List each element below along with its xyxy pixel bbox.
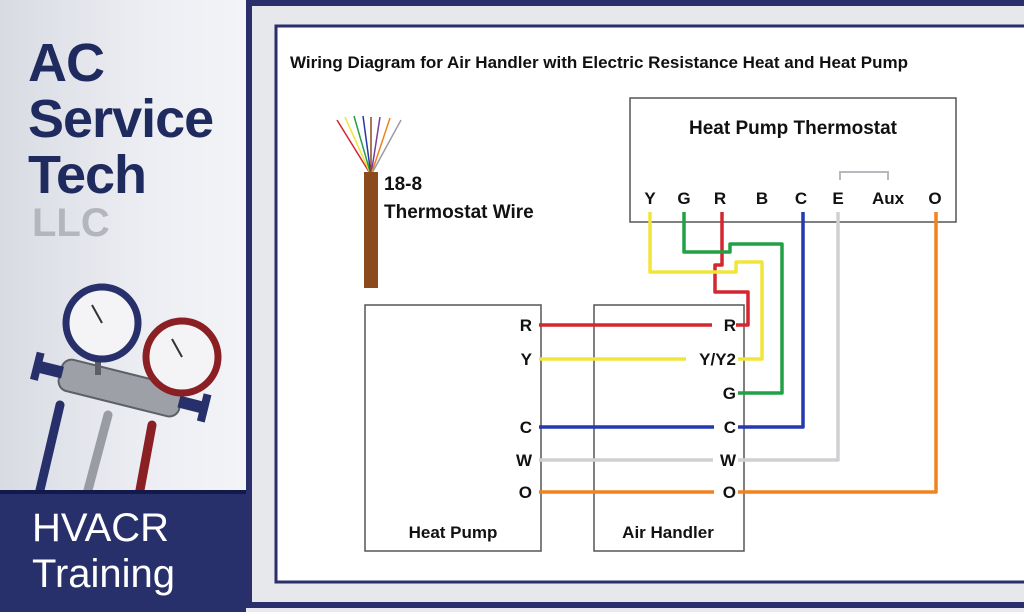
- training-banner: HVACR Training: [0, 490, 246, 612]
- thermostat-wire-icon: [336, 115, 402, 288]
- heat-pump-title: Heat Pump: [409, 523, 498, 542]
- brand-line-3: Tech: [28, 145, 147, 205]
- heat-pump-terminal-o: O: [519, 483, 532, 502]
- wire-yellow-tstat: [648, 212, 764, 361]
- wires: [539, 212, 938, 494]
- air-handler-terminal-r: R: [724, 316, 736, 335]
- brand-line-1: AC: [28, 33, 105, 93]
- wire-red-tstat: [713, 212, 750, 327]
- thermostat-title: Heat Pump Thermostat: [689, 118, 898, 139]
- diagram-title: Wiring Diagram for Air Handler with Elec…: [290, 53, 908, 72]
- heat-pump-terminal-r: R: [520, 316, 532, 335]
- heat-pump-terminal-y: Y: [521, 350, 533, 369]
- thermostat-terminal-y: Y: [644, 189, 656, 208]
- manifold-gauge-icon: [30, 283, 222, 490]
- heat-pump-terminal-w: W: [516, 451, 533, 470]
- heat-pump-box: [364, 304, 542, 552]
- wire-green-tstat: [682, 212, 784, 395]
- brand-line-2: Service: [28, 89, 214, 149]
- thermostat-box: [629, 97, 957, 223]
- wire-blue-tstat: [738, 212, 805, 429]
- air-handler-terminal-g: G: [723, 384, 736, 403]
- air-handler-title: Air Handler: [622, 523, 714, 542]
- thermostat-terminal-g: G: [677, 189, 690, 208]
- thermostat-terminal-e: E: [832, 189, 843, 208]
- wire-orange-tstat: [738, 212, 938, 494]
- thermostat-terminal-o: O: [928, 189, 941, 208]
- thermostat-terminal-b: B: [756, 189, 768, 208]
- air-handler-terminal-w: W: [720, 451, 737, 470]
- training-line-2: Training: [32, 552, 176, 596]
- wire-label-gauge: 18-8: [384, 174, 422, 195]
- brand-suffix: LLC: [32, 201, 110, 245]
- thermostat-terminal-aux: Aux: [872, 189, 905, 208]
- wire-white-tstat: [738, 212, 840, 462]
- air-handler-terminal-c: C: [724, 418, 736, 437]
- brand-panel: AC Service Tech LLC HVACR Training: [0, 0, 246, 612]
- training-line-1: HVACR: [32, 506, 170, 550]
- wire-label-name: Thermostat Wire: [384, 202, 534, 223]
- thermostat-terminal-c: C: [795, 189, 807, 208]
- e-aux-jumper: [839, 171, 889, 180]
- air-handler-terminal-y-y2: Y/Y2: [699, 350, 736, 369]
- heat-pump-terminal-c: C: [520, 418, 532, 437]
- air-handler-terminal-o: O: [723, 483, 736, 502]
- thermostat-terminal-r: R: [714, 189, 726, 208]
